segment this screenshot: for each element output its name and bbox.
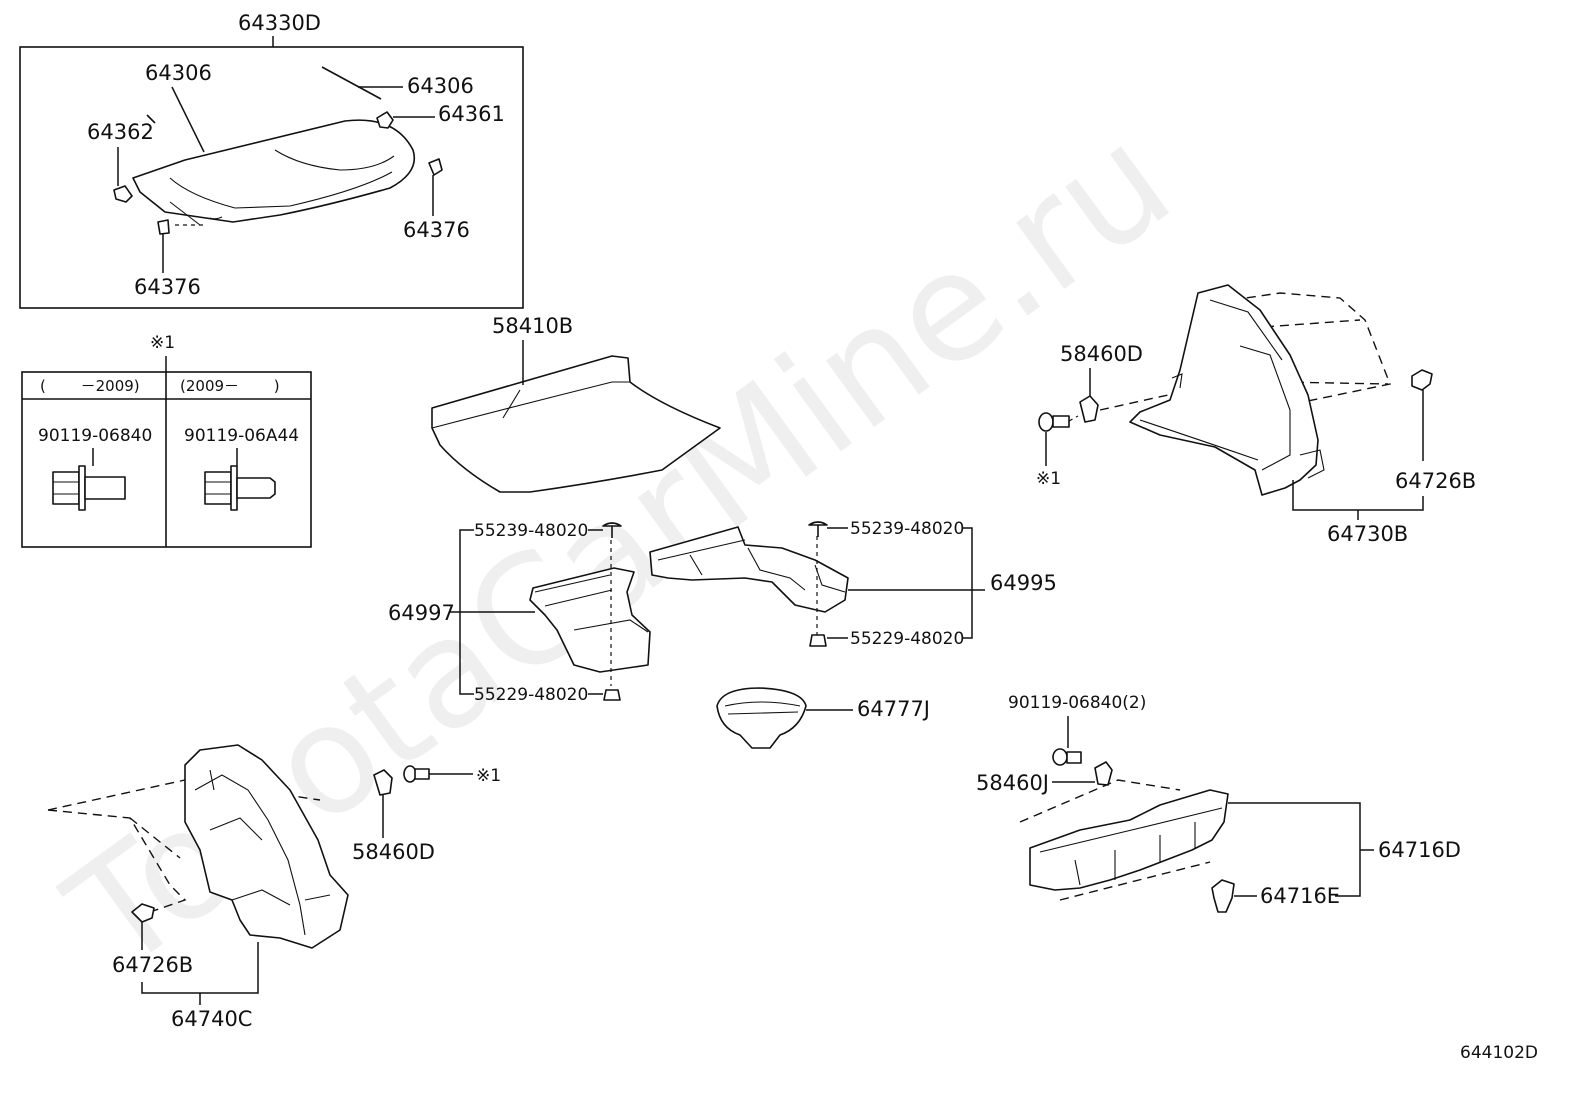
- label-55239-48020-left[interactable]: 55239-48020: [474, 521, 588, 541]
- label-64726B-right[interactable]: 64726B: [1395, 469, 1476, 493]
- label-64716D[interactable]: 64716D: [1378, 838, 1461, 862]
- label-64376-left[interactable]: 64376: [134, 275, 201, 299]
- assembly-box: [19, 46, 524, 309]
- label-64716E[interactable]: 64716E: [1260, 884, 1340, 908]
- rod-part: [321, 66, 382, 100]
- bracket-58460D-left: [373, 769, 393, 796]
- label-55239-48020-right[interactable]: 55239-48020: [850, 519, 964, 539]
- spare-tire-cover-64777J: 64777J: [716, 687, 930, 749]
- label-64376-right[interactable]: 64376: [403, 218, 470, 242]
- bolt-90119-06A44-icon: [204, 448, 276, 511]
- callout-1-right: ※1: [1036, 469, 1061, 489]
- clip-64361: [376, 111, 394, 129]
- clip-64362: [113, 185, 133, 203]
- bolt-icon-right: [1038, 412, 1070, 432]
- holder-64376-right: [428, 158, 443, 176]
- label-64997[interactable]: 64997: [388, 601, 455, 625]
- label-64306-left[interactable]: 64306: [145, 61, 212, 85]
- deck-trim-64716D: 90119-06840(2) 58460J 64716E 64716D: [976, 693, 1461, 913]
- label-64740C[interactable]: 64740C: [171, 1007, 252, 1031]
- bolt-90119-06840-icon: [52, 448, 126, 511]
- label-90119-06840-2[interactable]: 90119-06840(2): [1008, 693, 1146, 713]
- rod-end: [146, 114, 156, 124]
- table-header-after-2009: (2009－ ): [180, 377, 280, 395]
- label-64362[interactable]: 64362: [87, 120, 154, 144]
- label-58460D-left[interactable]: 58460D: [352, 840, 435, 864]
- variant-table: ※1 ( －2009) (2009－ ) 90119-06840 90119-0…: [21, 333, 312, 548]
- right-quarter-trim-64730B: 58460D ※1 64726B 64730B: [1036, 284, 1476, 546]
- bolt-icon-bottom: [1052, 748, 1082, 766]
- label-64995[interactable]: 64995: [990, 571, 1057, 595]
- table-header-before-2009: ( －2009): [40, 377, 140, 395]
- table-note-symbol: ※1: [150, 333, 175, 353]
- figure-id: 644102D: [1460, 1043, 1538, 1063]
- label-58460D-right[interactable]: 58460D: [1060, 342, 1143, 366]
- floor-mat-58410B: 58410B: [431, 314, 721, 493]
- label-64777J[interactable]: 64777J: [857, 697, 930, 721]
- label-64726B-left[interactable]: 64726B: [112, 953, 193, 977]
- table-part-90119-06A44[interactable]: 90119-06A44: [184, 426, 299, 446]
- holder-64376-left: [157, 219, 170, 235]
- clip-64726B-right: [1411, 369, 1433, 391]
- tool-tray-64997: 55239-48020 55229-48020 64997: [388, 521, 651, 705]
- label-58410B[interactable]: 58410B: [492, 314, 573, 338]
- tool-tray-64995: 55239-48020 55229-48020 64995: [649, 519, 1057, 649]
- clip-64726B-left: [131, 903, 155, 923]
- clip-64716E: [1211, 879, 1235, 913]
- tonneau-cover-board: [132, 119, 415, 223]
- label-64361[interactable]: 64361: [438, 102, 505, 126]
- bolt-icon-left: [403, 765, 430, 783]
- label-64306-right[interactable]: 64306: [407, 74, 474, 98]
- tonneau-cover-group: 64330D 64306 64306 64361 64362 64376 643: [19, 11, 524, 309]
- bracket-58460J: [1094, 761, 1113, 786]
- label-64330D[interactable]: 64330D: [238, 11, 321, 35]
- callout-1-left: ※1: [476, 766, 501, 786]
- label-58460J[interactable]: 58460J: [976, 771, 1049, 795]
- bracket-58460D-right: [1079, 395, 1099, 423]
- table-part-90119-06840[interactable]: 90119-06840: [38, 426, 152, 446]
- left-quarter-trim-64740C: 58460D ※1 64726B 64740C: [47, 744, 501, 1031]
- label-64730B[interactable]: 64730B: [1327, 522, 1408, 546]
- label-55229-48020-right[interactable]: 55229-48020: [850, 629, 964, 649]
- label-55229-48020-left[interactable]: 55229-48020: [474, 685, 588, 705]
